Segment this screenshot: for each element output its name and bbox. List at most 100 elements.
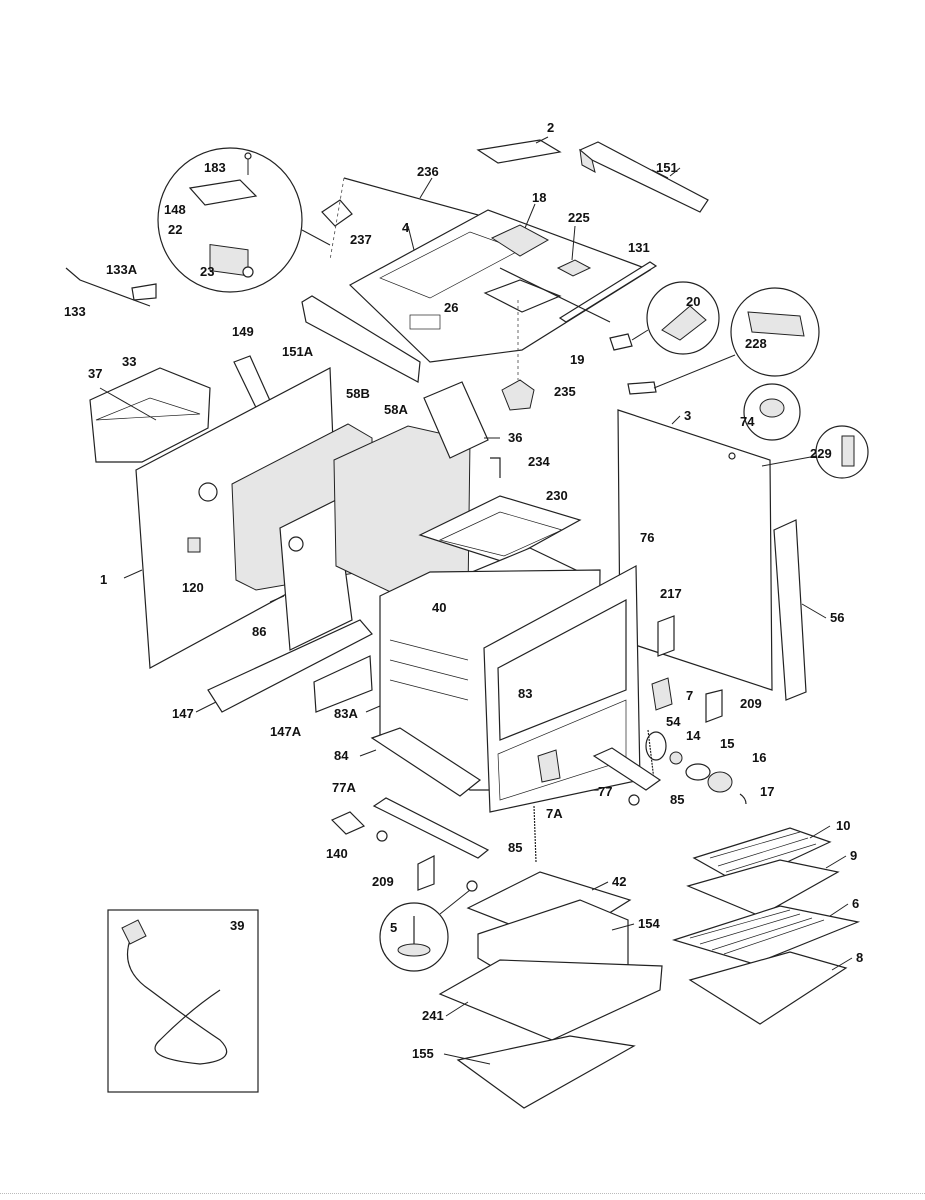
part-237-clip [321,177,353,261]
label-133: 133 [64,304,86,319]
label-36: 36 [508,430,522,445]
label-85-left: 85 [508,840,522,855]
label-230: 230 [546,488,568,503]
label-5: 5 [390,920,397,935]
label-2: 2 [547,120,554,135]
label-40: 40 [432,600,446,615]
part-8-tray [688,951,848,1025]
detail-inset-74 [728,383,801,460]
label-58B: 58B [346,386,370,401]
label-154: 154 [638,916,660,931]
label-22: 22 [168,222,182,237]
label-3: 3 [684,408,691,423]
label-9: 9 [850,848,857,863]
label-209-left: 209 [372,874,394,889]
label-237: 237 [350,232,372,247]
label-147: 147 [172,706,194,721]
part-147A-plate [313,655,373,713]
part-77-rail [592,747,662,806]
part-225-cover [556,225,592,277]
label-17: 17 [760,784,774,799]
label-20: 20 [686,294,700,309]
part-2-cover-plate [476,136,562,164]
part-85-spring-right [647,729,655,781]
label-18: 18 [532,190,546,205]
label-234: 234 [528,454,550,469]
label-131: 131 [628,240,650,255]
label-54: 54 [666,714,681,729]
part-133-rod [65,267,157,307]
label-235: 235 [554,384,576,399]
label-26: 26 [444,300,458,315]
label-7: 7 [686,688,693,703]
part-6-oven-rack [671,905,861,965]
label-183: 183 [204,160,226,175]
part-36-duct [423,381,500,459]
part-151A-panel [301,295,421,383]
part-7A-hinge [537,749,561,783]
part-155-floor-plate [456,1035,636,1109]
part-labels: 2 151 236 18 225 183 148 22 23 237 4 131… [64,120,863,1061]
label-229: 229 [810,446,832,461]
detail-5-leveling-foot [379,880,478,972]
part-84-bottom-tray [370,727,482,797]
part-86-inner-panel [279,499,353,651]
label-15: 15 [720,736,734,751]
part-151-rear-bracket [578,141,709,213]
label-23: 23 [200,264,214,279]
part-235-block [501,300,535,411]
label-140: 140 [326,846,348,861]
label-84: 84 [334,748,349,763]
label-225: 225 [568,210,590,225]
part-140-bracket [330,811,366,835]
label-83: 83 [518,686,532,701]
part-4-top-panel [348,209,652,363]
part-234-clip [490,457,501,478]
label-236: 236 [417,164,439,179]
label-56: 56 [830,610,844,625]
label-42: 42 [612,874,626,889]
detail-inset-20 [609,281,720,355]
label-148: 148 [164,202,186,217]
label-155: 155 [412,1046,434,1061]
part-7-hinge [651,677,673,711]
part-230-panel [418,495,582,563]
label-58A: 58A [384,402,408,417]
label-147A: 147A [270,724,302,739]
part-209-bracket-right [705,689,723,723]
label-151: 151 [656,160,678,175]
part-77A-rail [372,797,490,859]
label-77A: 77A [332,780,356,795]
oven-light-assembly [645,731,747,805]
label-86: 86 [252,624,266,639]
label-76: 76 [640,530,654,545]
label-19: 19 [570,352,584,367]
label-6: 6 [852,896,859,911]
label-217: 217 [660,586,682,601]
detail-39-power-cord [107,909,259,1093]
label-151A: 151A [282,344,314,359]
label-85-right: 85 [670,792,684,807]
label-37: 37 [88,366,102,381]
detail-inset-229 [761,425,869,479]
part-9-broiler-pan [686,859,840,917]
part-217-bracket [657,615,675,657]
part-33-box [89,367,211,463]
part-147-rail [207,619,373,713]
part-3-back-panel [617,409,773,691]
label-14: 14 [686,728,701,743]
label-149: 149 [232,324,254,339]
label-16: 16 [752,750,766,765]
part-18-motor [490,203,550,257]
part-56-trim [773,519,807,701]
part-19-rod [499,267,611,323]
label-8: 8 [856,950,863,965]
part-131-strip [558,261,658,323]
label-7A: 7A [546,806,563,821]
label-1: 1 [100,572,107,587]
label-77: 77 [598,784,612,799]
part-26-bracket [483,279,562,313]
detail-inset-switch [157,147,331,293]
label-83A: 83A [334,706,358,721]
